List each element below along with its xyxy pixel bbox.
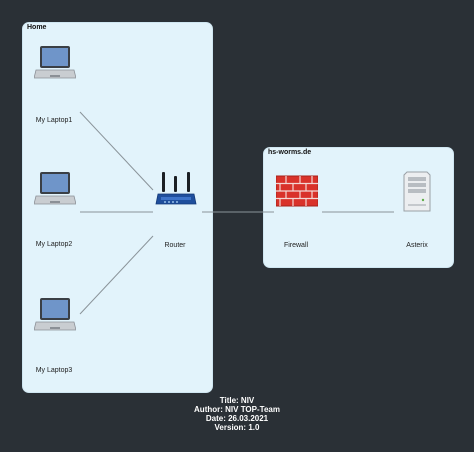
zone-hs-worms-title: hs-worms.de: [268, 149, 312, 156]
node-laptop3[interactable]: My Laptop3: [33, 296, 77, 374]
laptop-icon: [33, 46, 77, 79]
zone-home-title: Home: [27, 24, 47, 31]
zone-home: Home: [22, 22, 213, 393]
node-router-label: Router: [164, 242, 186, 249]
node-asterix-label: Asterix: [406, 242, 428, 249]
router-icon: [155, 172, 197, 205]
server-icon: [403, 171, 431, 212]
node-laptop2[interactable]: My Laptop2: [33, 170, 77, 248]
laptop-icon: [33, 172, 77, 205]
node-firewall[interactable]: Firewall: [275, 174, 319, 249]
node-laptop1[interactable]: My Laptop1: [33, 44, 77, 124]
laptop-icon: [33, 298, 77, 331]
caption-date: Date: 26.03.2021: [205, 414, 269, 423]
node-firewall-label: Firewall: [283, 242, 309, 249]
node-laptop3-label: My Laptop3: [35, 367, 73, 374]
node-asterix[interactable]: Asterix: [403, 168, 431, 249]
node-laptop2-label: My Laptop2: [35, 241, 73, 248]
caption-version: Version: 1.0: [214, 423, 260, 432]
firewall-icon: [275, 175, 319, 207]
node-router[interactable]: Router: [155, 172, 197, 249]
link-laptop1-router: [79, 111, 154, 191]
link-laptop3-router: [79, 235, 154, 315]
node-laptop1-label: My Laptop1: [35, 117, 73, 124]
caption-author: Author: NIV TOP-Team: [194, 405, 280, 414]
caption-title: Title: NIV: [219, 396, 255, 405]
diagram-caption: Title: NIV Author: NIV TOP-Team Date: 26…: [0, 396, 474, 432]
